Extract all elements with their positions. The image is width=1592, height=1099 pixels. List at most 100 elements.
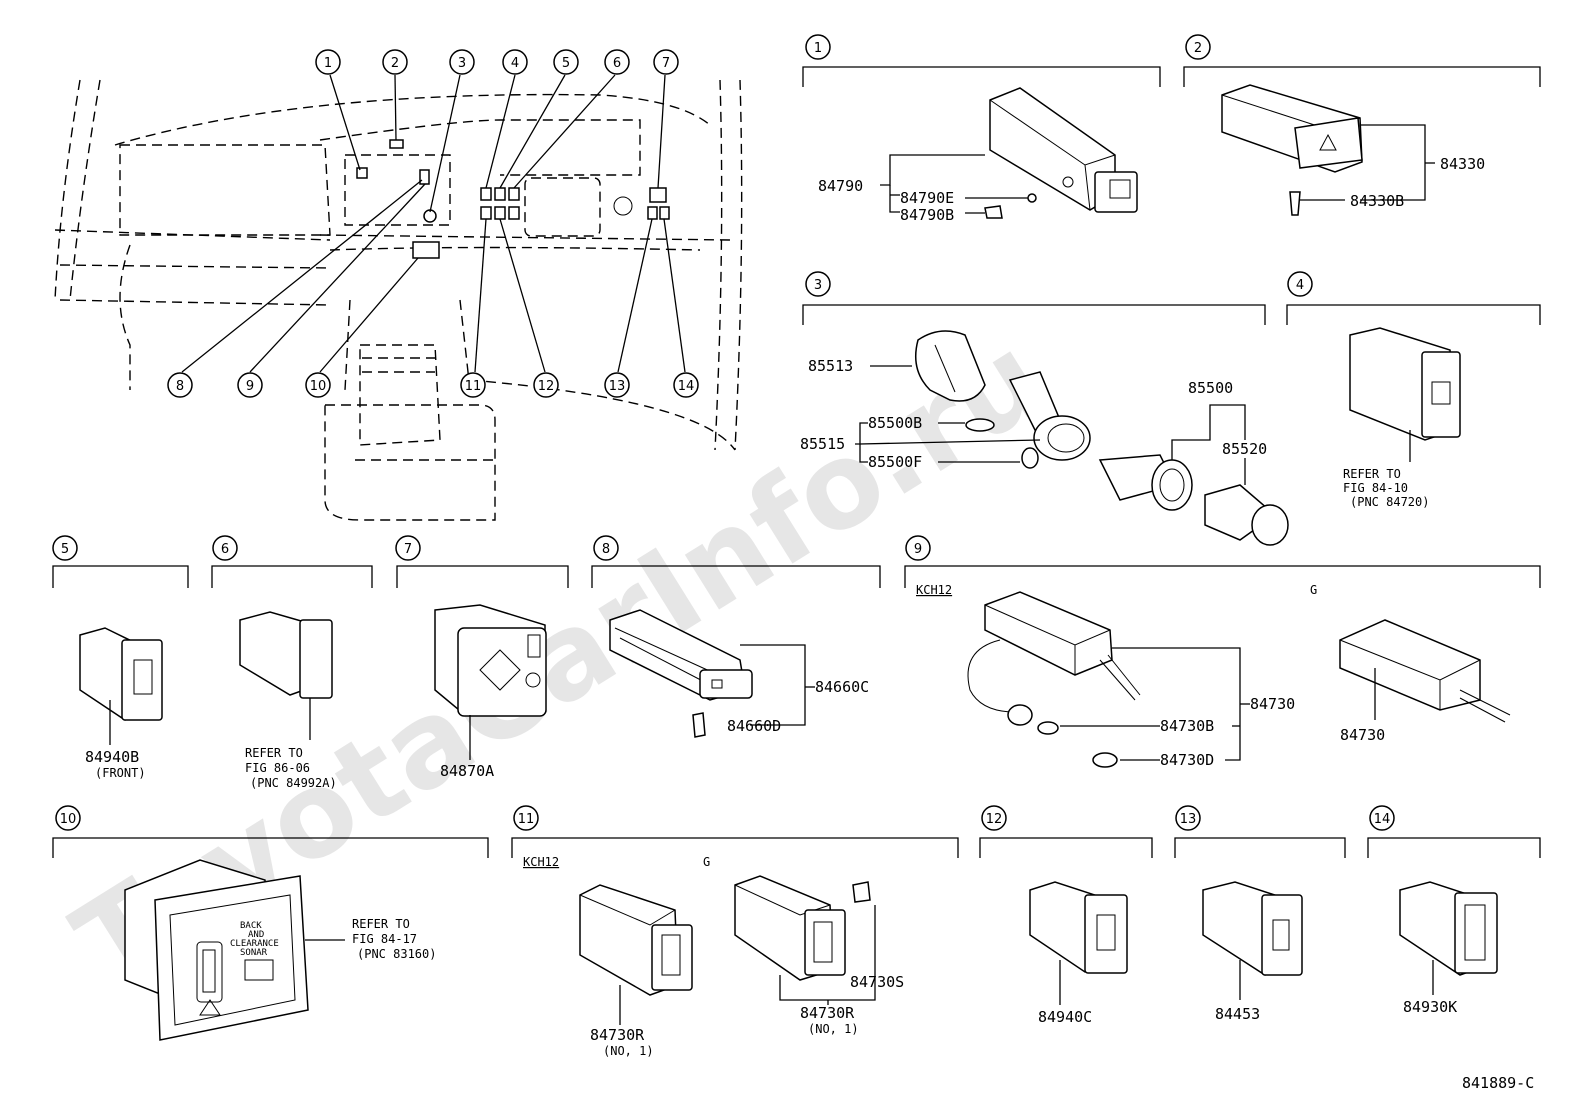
switch-84730R-b (734, 875, 846, 981)
part-84940B: 84940B (85, 748, 139, 766)
overview-callout-12: 12 (533, 372, 559, 398)
part-84730R: 84730R (590, 1026, 645, 1044)
panel-3: 3 85513 85515 85500B 85500F 8 (800, 271, 1289, 546)
variant-g: G (1310, 583, 1317, 597)
switch-84730R-a (579, 884, 693, 996)
sonar-text-3: CLEARANCE (230, 939, 279, 949)
svg-text:7: 7 (404, 542, 412, 557)
panel-13: 13 84453 (1174, 805, 1346, 1023)
svg-text:14: 14 (1374, 812, 1391, 827)
part-84730D: 84730D (1160, 751, 1214, 769)
part-85515: 85515 (800, 435, 845, 453)
switch-84730-g (1339, 619, 1511, 723)
panel-12: 12 84940C (979, 805, 1153, 1026)
refer-to-line2: FIG 84-10 (1343, 481, 1408, 495)
svg-text:9: 9 (914, 542, 922, 557)
svg-text:10: 10 (60, 812, 77, 827)
figure-code: 841889-C (1462, 1074, 1534, 1092)
svg-text:12: 12 (538, 379, 555, 394)
svg-text:1: 1 (324, 56, 332, 71)
svg-text:7: 7 (662, 56, 670, 71)
overview-callout-5: 5 (553, 49, 579, 75)
part-84870A: 84870A (440, 762, 494, 780)
svg-text:5: 5 (562, 56, 570, 71)
variant-g: G (703, 855, 710, 869)
svg-text:4: 4 (511, 56, 519, 71)
refer-to-line1: REFER TO (1343, 467, 1401, 481)
socket-85515 (1008, 371, 1091, 461)
part-84930K: 84930K (1403, 998, 1457, 1016)
switch-84790 (989, 87, 1138, 213)
svg-text:13: 13 (609, 379, 626, 394)
svg-text:3: 3 (814, 278, 822, 293)
refer-to-line1: REFER TO (352, 917, 410, 931)
refer-to-line1: REFER TO (245, 746, 303, 760)
overview-callout-4: 4 (502, 49, 528, 75)
sonar-text-1: BACK (240, 921, 262, 931)
dashboard-overview: 1 2 3 4 5 6 7 8 9 10 11 12 13 14 (54, 49, 743, 521)
switch-84330 (1221, 84, 1363, 173)
part-85520: 85520 (1222, 440, 1267, 458)
part-84730-g: 84730 (1340, 726, 1385, 744)
sonar-text-2: AND (248, 930, 264, 940)
panel-2: 2 84330 84330B (1183, 34, 1541, 216)
refer-to-line3: (PNC 84720) (1350, 495, 1429, 509)
svg-text:12: 12 (986, 812, 1003, 827)
panel-14: 14 84930K (1367, 805, 1541, 1016)
overview-callout-10: 10 (305, 372, 331, 398)
part-85500F: 85500F (868, 453, 922, 471)
svg-text:11: 11 (465, 379, 482, 394)
overview-callout-6: 6 (604, 49, 630, 75)
no1-note: (NO, 1) (603, 1044, 654, 1058)
overview-callout-14: 14 (673, 372, 699, 398)
variant-kch12: KCH12 (523, 855, 559, 869)
panel-8: 8 84660C 84660D (591, 535, 881, 738)
svg-text:8: 8 (602, 542, 610, 557)
refer-to-line3: (PNC 84992A) (250, 776, 337, 790)
part-84330B: 84330B (1350, 192, 1404, 210)
part-84730: 84730 (1250, 695, 1295, 713)
overview-callout-1: 1 (315, 49, 341, 75)
svg-text:5: 5 (61, 542, 69, 557)
overview-callout-13: 13 (604, 372, 630, 398)
refer-to-line3: (PNC 83160) (357, 947, 436, 961)
sonar-switch: BACK AND CLEARANCE SONAR (124, 859, 309, 1041)
overview-callout-2: 2 (382, 49, 408, 75)
svg-text:2: 2 (391, 56, 399, 71)
part-84940C: 84940C (1038, 1008, 1092, 1026)
part-84730B: 84730B (1160, 717, 1214, 735)
part-84330: 84330 (1440, 155, 1485, 173)
svg-text:8: 8 (176, 379, 184, 394)
svg-text:3: 3 (458, 56, 466, 71)
part-84660D: 84660D (727, 717, 781, 735)
panel-10: 10 BACK AND CLEARANCE SONAR REFER TO FIG… (52, 805, 489, 1041)
overview-callout-9: 9 (237, 372, 263, 398)
svg-text:1: 1 (814, 41, 822, 56)
part-84730R-b: 84730R (800, 1004, 855, 1022)
sonar-text-4: SONAR (240, 948, 268, 958)
svg-text:2: 2 (1194, 41, 1202, 56)
overview-callout-3: 3 (449, 49, 475, 75)
part-84790B: 84790B (900, 206, 954, 224)
refer-to-line2: FIG 84-17 (352, 932, 417, 946)
panel-9: 9 KCH12 G 84730 84730B 84730D (904, 535, 1541, 769)
panel-6: 6 REFER TO FIG 86-06 (PNC 84992A) (211, 535, 373, 790)
svg-text:9: 9 (246, 379, 254, 394)
part-84730S: 84730S (850, 973, 904, 991)
svg-text:4: 4 (1296, 278, 1304, 293)
svg-text:14: 14 (678, 379, 695, 394)
part-85500B: 85500B (868, 414, 922, 432)
lighter-85500 (1098, 454, 1193, 511)
part-84660C: 84660C (815, 678, 869, 696)
switch-cluster-center (480, 187, 520, 220)
variant-kch12: KCH12 (916, 583, 952, 597)
panel-4: 4 REFER TO FIG 84-10 (PNC 84720) (1286, 271, 1541, 509)
svg-text:6: 6 (221, 542, 229, 557)
part-84790: 84790 (818, 177, 863, 195)
part-84790E: 84790E (900, 189, 954, 207)
svg-text:13: 13 (1180, 812, 1197, 827)
svg-text:10: 10 (310, 379, 327, 394)
overview-callout-7: 7 (653, 49, 679, 75)
panel-11: 11 KCH12 G 84730R (NO, 1) 84730S 84730R … (511, 805, 959, 1058)
panel-5: 5 84940B (FRONT) (52, 535, 189, 780)
